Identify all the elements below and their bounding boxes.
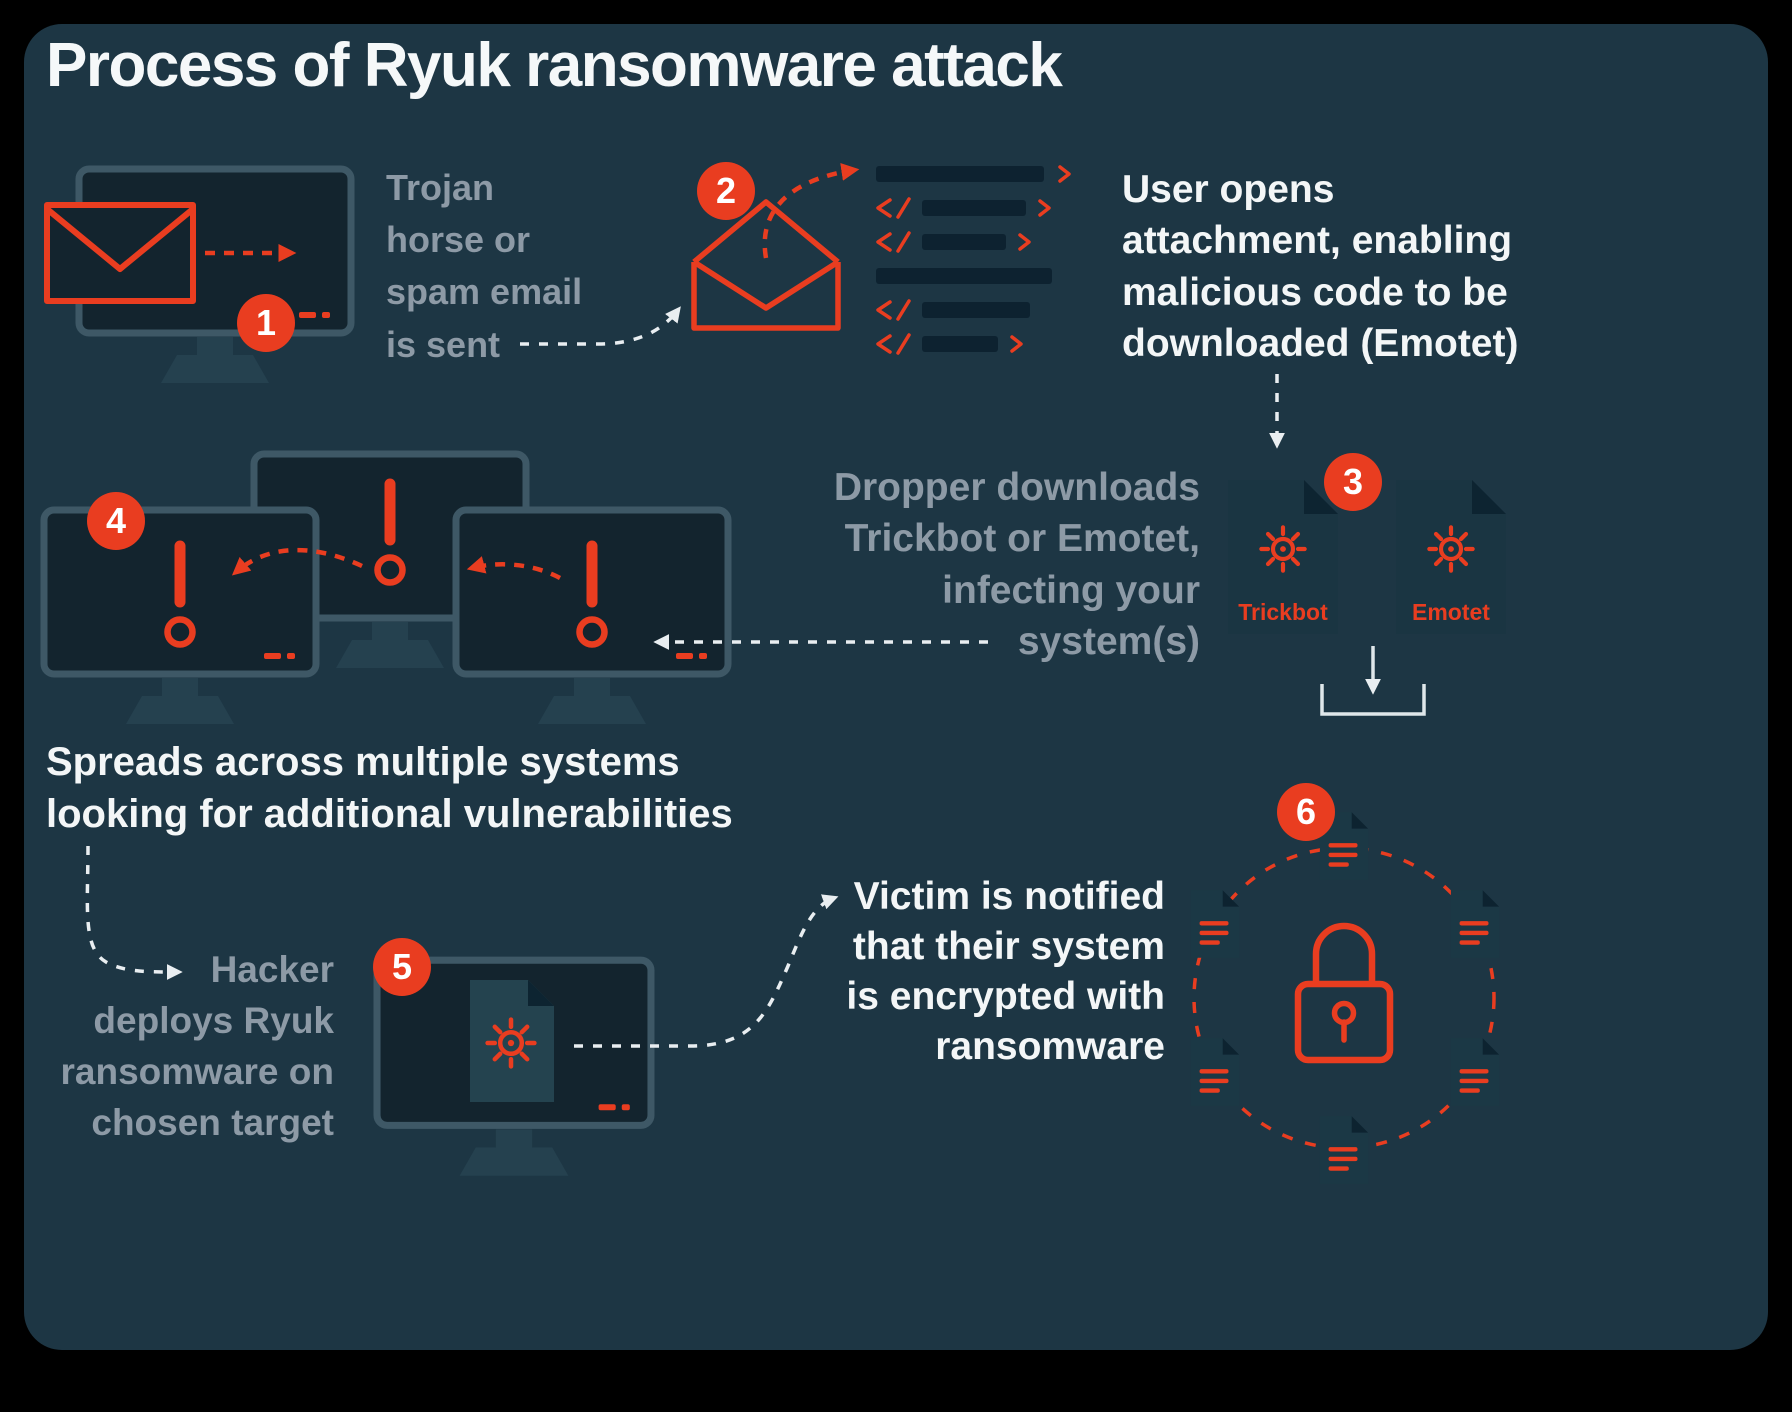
step-1-caption: Trojan horse or spam email is sent bbox=[386, 167, 583, 365]
infected-monitors-icon bbox=[40, 450, 740, 740]
step-2-caption: User opens attachment, enabling maliciou… bbox=[1122, 168, 1519, 366]
document-icon bbox=[1319, 1116, 1369, 1184]
document-icon bbox=[1450, 1038, 1500, 1106]
virus-file-icon bbox=[470, 980, 554, 1102]
emotet-label: Emotet bbox=[1412, 599, 1490, 625]
step-4-badge: 4 bbox=[87, 492, 145, 550]
padlock-icon bbox=[1294, 922, 1394, 1064]
code-lines-icon bbox=[876, 158, 1091, 358]
document-icon bbox=[1450, 890, 1500, 958]
step-1-badge: 1 bbox=[237, 294, 295, 352]
spam-email-monitor-icon bbox=[43, 163, 378, 398]
document-icon bbox=[1190, 1038, 1240, 1106]
step-6-badge: 6 bbox=[1277, 783, 1335, 841]
virus-icon bbox=[1429, 527, 1472, 570]
envelope-icon bbox=[44, 202, 196, 304]
page-title: Process of Ryuk ransomware attack bbox=[46, 31, 1063, 100]
ransomware-monitor-icon bbox=[370, 952, 660, 1192]
step-3-badge: 3 bbox=[1324, 453, 1382, 511]
encrypted-system-icon bbox=[1148, 786, 1548, 1186]
step-6-caption: Victim is notified that their system is … bbox=[846, 875, 1165, 1068]
virus-icon bbox=[1261, 527, 1304, 570]
spread-arrow-left bbox=[231, 547, 363, 576]
step-5-caption: Hacker deploys Ryuk ransomware on chosen… bbox=[60, 949, 334, 1144]
trickbot-label: Trickbot bbox=[1238, 599, 1328, 625]
step-5-badge: 5 bbox=[373, 938, 431, 996]
emotet-file-card: Emotet bbox=[1390, 478, 1512, 636]
step-3-caption: Dropper downloads Trickbot or Emotet, in… bbox=[833, 466, 1200, 664]
step-4-caption: Spreads across multiple systems looking … bbox=[46, 740, 733, 836]
document-icon bbox=[1190, 890, 1240, 958]
step-2-badge: 2 bbox=[697, 162, 755, 220]
trickbot-file-card: Trickbot bbox=[1222, 478, 1344, 636]
spread-arrow-center bbox=[466, 556, 562, 580]
